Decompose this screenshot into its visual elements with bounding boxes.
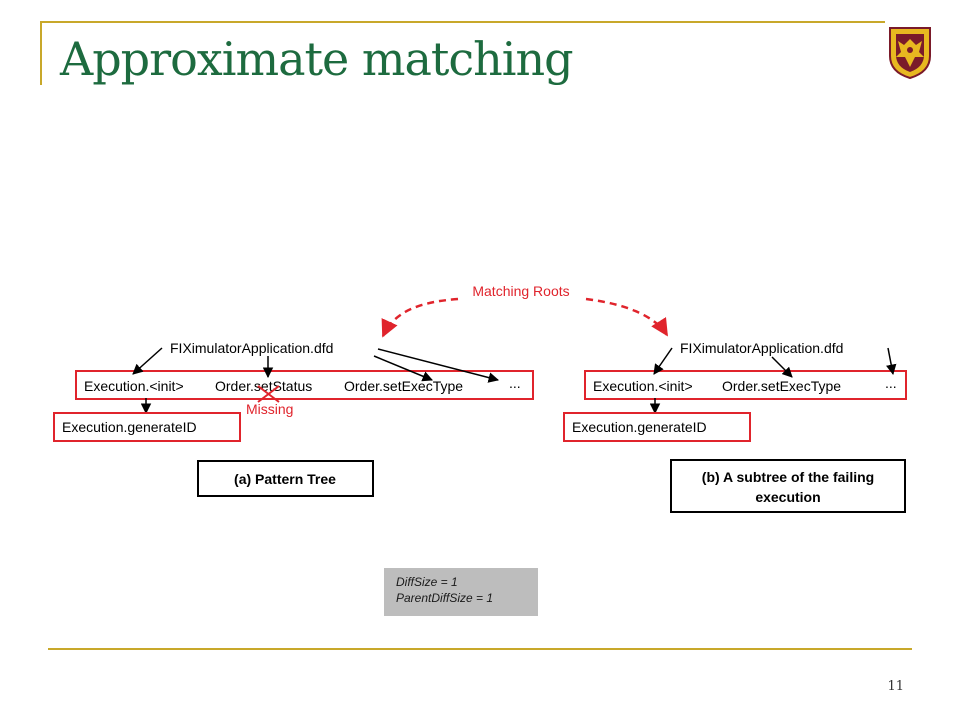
tree-edge — [771, 356, 793, 378]
tree-edge — [132, 347, 163, 375]
pattern-grandchild-box — [53, 412, 241, 442]
failing-children-box — [584, 370, 907, 400]
failing-child-node: Execution.<init> — [593, 378, 693, 394]
missing-label: Missing — [246, 401, 293, 417]
university-crest-icon — [889, 27, 931, 80]
parent-diff-size-label: ParentDiffSize = 1 — [396, 591, 494, 605]
failing-child-node: ... — [885, 375, 897, 391]
pattern-child-node: Order.setExecType — [344, 378, 463, 394]
failing-grandchild-node: Execution.generateID — [572, 419, 707, 435]
matching-roots-arrow — [381, 297, 459, 338]
diff-stats-box: DiffSize = 1 ParentDiffSize = 1 — [384, 568, 538, 616]
pattern-child-node: ... — [509, 375, 521, 391]
pattern-caption: (a) Pattern Tree — [234, 471, 336, 487]
matching-roots-label: Matching Roots — [472, 283, 569, 299]
pattern-child-node: Order.setStatus — [215, 378, 312, 394]
tree-edge — [377, 348, 500, 383]
pattern-root-node: FIXimulatorApplication.dfd — [170, 340, 333, 356]
pattern-child-node: Execution.<init> — [84, 378, 184, 394]
slide-title: Approximate matching — [60, 32, 574, 86]
matching-roots-arrow — [585, 297, 669, 337]
missing-cross — [257, 385, 280, 403]
diff-size-label: DiffSize = 1 — [396, 575, 458, 589]
pattern-grandchild-node: Execution.generateID — [62, 419, 197, 435]
frame-rule-top — [40, 21, 885, 23]
tree-edge — [886, 347, 897, 376]
failing-caption-line: execution — [755, 489, 820, 505]
failing-caption-box — [670, 459, 906, 513]
failing-caption-line: (b) A subtree of the failing — [702, 469, 874, 485]
failing-child-node: Order.setExecType — [722, 378, 841, 394]
pattern-caption-box — [197, 460, 374, 497]
tree-edge — [373, 355, 433, 382]
failing-root-node: FIXimulatorApplication.dfd — [680, 340, 843, 356]
page-number: 11 — [887, 679, 904, 694]
frame-rule-bottom — [48, 648, 912, 650]
frame-rule-left — [40, 21, 42, 85]
tree-edge — [653, 347, 673, 375]
pattern-children-box — [75, 370, 534, 400]
failing-grandchild-box — [563, 412, 751, 442]
